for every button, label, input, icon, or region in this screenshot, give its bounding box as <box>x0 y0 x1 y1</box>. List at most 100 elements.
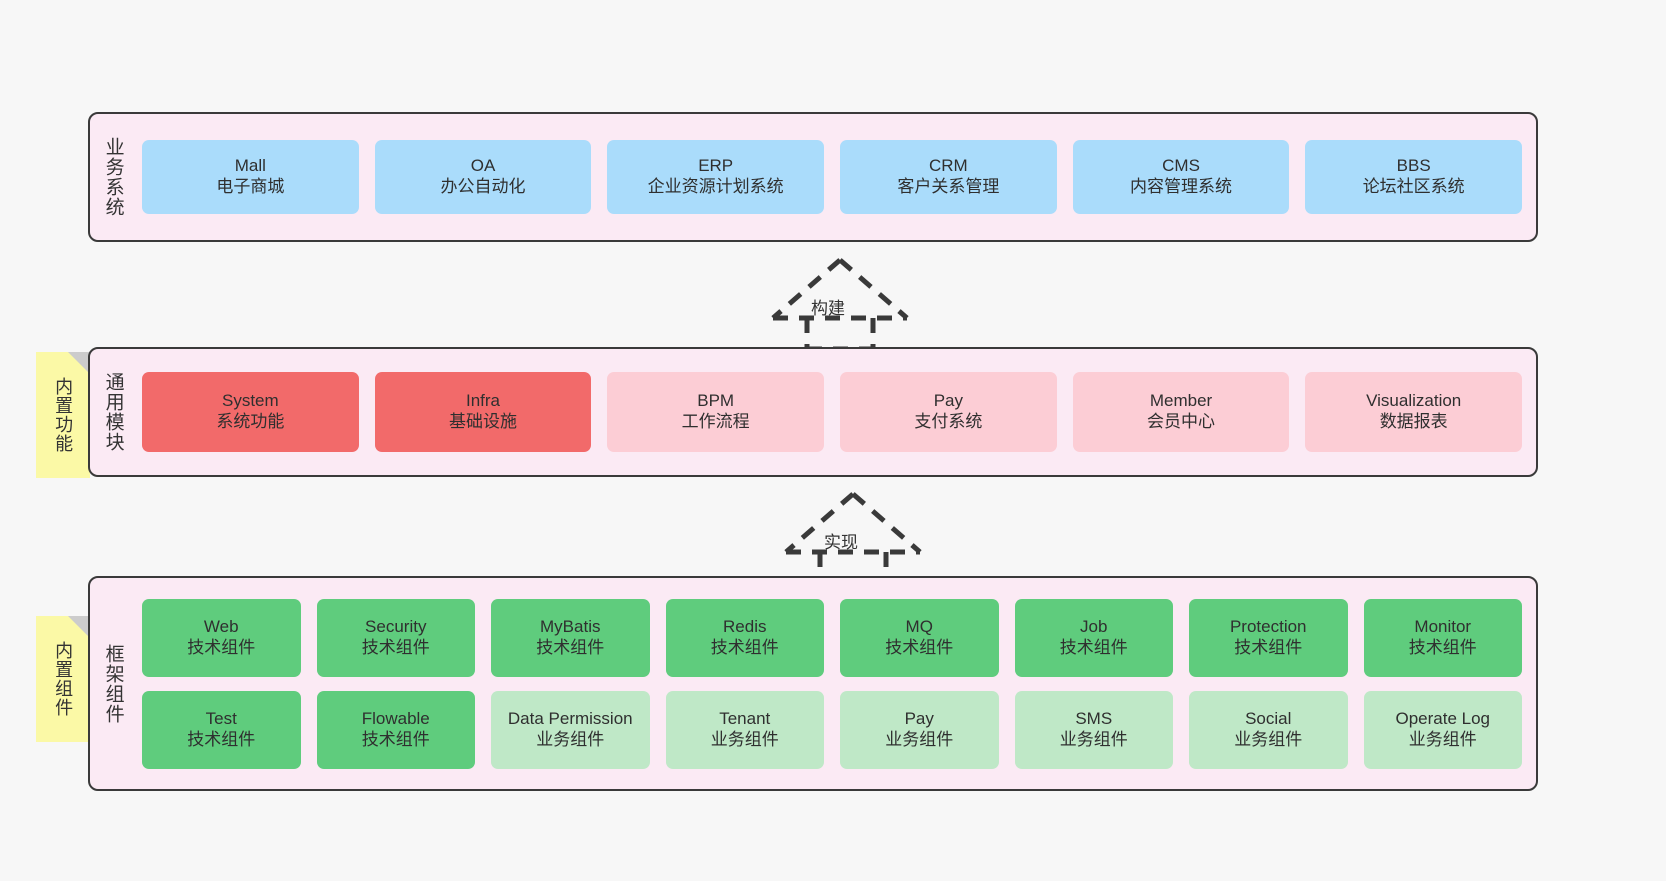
card-title-cn: 技术组件 <box>536 637 605 657</box>
framework-business-row: Test 技术组件 Flowable 技术组件 Data Permission … <box>142 690 1522 769</box>
note-label: 内置功能 <box>53 377 74 453</box>
card-title-cn: 内容管理系统 <box>1130 177 1233 196</box>
card-title-en: System <box>221 391 279 411</box>
card-infra[interactable]: Infra 基础设施 <box>374 372 592 452</box>
card-title-cn: 技术组件 <box>1408 637 1477 657</box>
card-title-cn: 技术组件 <box>187 637 256 657</box>
card-title-cn: 论坛社区系统 <box>1362 177 1465 196</box>
arrow-label-implement: 实现 <box>824 533 858 552</box>
framework-tech-row: Web 技术组件 Security 技术组件 MyBatis 技术组件 Redi… <box>142 598 1522 677</box>
card-protection[interactable]: Protection 技术组件 <box>1189 598 1348 677</box>
card-oa[interactable]: OA 办公自动化 <box>374 140 592 214</box>
card-social[interactable]: Social 业务组件 <box>1189 690 1348 769</box>
card-sms[interactable]: SMS 业务组件 <box>1014 690 1173 769</box>
card-title-cn: 办公自动化 <box>440 177 526 196</box>
card-title-en: Pay <box>933 391 963 411</box>
card-mybatis[interactable]: MyBatis 技术组件 <box>491 598 650 677</box>
business-systems-row: Mall 电子商城 OA 办公自动化 ERP 企业资源计划系统 CRM 客户关系… <box>142 140 1523 214</box>
card-title-en: Infra <box>465 391 501 411</box>
card-visualization[interactable]: Visualization 数据报表 <box>1305 372 1523 452</box>
card-tenant[interactable]: Tenant 业务组件 <box>665 690 824 769</box>
card-title-cn: 技术组件 <box>1234 637 1303 657</box>
card-title-cn: 客户关系管理 <box>897 177 1000 196</box>
card-title-cn: 技术组件 <box>187 729 256 749</box>
card-title-en: BBS <box>1396 156 1431 176</box>
common-modules-row: System 系统功能 Infra 基础设施 BPM 工作流程 Pay 支付系统… <box>142 372 1523 452</box>
card-title-cn: 业务组件 <box>1408 729 1477 749</box>
card-cms[interactable]: CMS 内容管理系统 <box>1072 140 1290 214</box>
card-title-en: ERP <box>698 156 734 176</box>
card-title-en: Flowable <box>361 708 430 728</box>
card-title-cn: 业务组件 <box>536 729 605 749</box>
card-title-cn: 数据报表 <box>1379 412 1448 431</box>
card-title-en: Redis <box>723 616 767 636</box>
note-builtin-components: 内置组件 <box>36 616 90 742</box>
band-body-business-systems: Mall 电子商城 OA 办公自动化 ERP 企业资源计划系统 CRM 客户关系… <box>136 114 1536 240</box>
card-title-cn: 支付系统 <box>914 412 983 431</box>
card-title-cn: 技术组件 <box>361 729 430 749</box>
card-title-en: Pay <box>904 708 934 728</box>
card-flowable[interactable]: Flowable 技术组件 <box>316 690 475 769</box>
card-title-cn: 会员中心 <box>1147 412 1216 431</box>
arrow-implement: 实现 <box>768 490 938 586</box>
card-bbs[interactable]: BBS 论坛社区系统 <box>1305 140 1523 214</box>
card-title-cn: 技术组件 <box>1059 637 1128 657</box>
card-title-en: CMS <box>1162 156 1200 176</box>
card-pay-component[interactable]: Pay 业务组件 <box>840 690 999 769</box>
card-title-cn: 技术组件 <box>361 637 430 657</box>
band-body-common-modules: System 系统功能 Infra 基础设施 BPM 工作流程 Pay 支付系统… <box>136 349 1536 475</box>
card-operate-log[interactable]: Operate Log 业务组件 <box>1363 690 1522 769</box>
card-title-cn: 工作流程 <box>681 412 750 431</box>
card-title-cn: 业务组件 <box>710 729 779 749</box>
card-monitor[interactable]: Monitor 技术组件 <box>1363 598 1522 677</box>
card-mq[interactable]: MQ 技术组件 <box>840 598 999 677</box>
card-bpm[interactable]: BPM 工作流程 <box>607 372 825 452</box>
note-label: 内置组件 <box>53 641 74 717</box>
card-system[interactable]: System 系统功能 <box>142 372 359 452</box>
arrow-build: 构建 <box>755 256 925 352</box>
card-pay[interactable]: Pay 支付系统 <box>840 372 1057 452</box>
card-title-en: SMS <box>1075 708 1113 728</box>
note-builtin-features: 内置功能 <box>36 352 90 478</box>
card-erp[interactable]: ERP 企业资源计划系统 <box>607 140 825 214</box>
band-framework-components: 框架组件 Web 技术组件 Security 技术组件 MyBatis 技术组件… <box>88 576 1538 791</box>
card-title-en: Data Permission <box>507 708 633 728</box>
card-data-permission[interactable]: Data Permission 业务组件 <box>491 690 650 769</box>
card-title-en: MQ <box>905 616 933 636</box>
card-title-en: Security <box>365 616 427 636</box>
card-title-en: MyBatis <box>540 616 601 636</box>
card-title-en: Test <box>205 708 237 728</box>
band-business-systems: 业务系统 Mall 电子商城 OA 办公自动化 ERP 企业资源计划系统 CRM… <box>88 112 1538 242</box>
card-test[interactable]: Test 技术组件 <box>142 690 301 769</box>
card-member[interactable]: Member 会员中心 <box>1072 372 1290 452</box>
card-title-en: Tenant <box>719 708 771 728</box>
card-security[interactable]: Security 技术组件 <box>316 598 475 677</box>
card-redis[interactable]: Redis 技术组件 <box>665 598 824 677</box>
band-label-framework-components: 框架组件 <box>102 643 124 724</box>
card-title-en: OA <box>470 156 496 176</box>
card-title-cn: 业务组件 <box>1059 729 1128 749</box>
card-title-cn: 技术组件 <box>710 637 779 657</box>
band-label-business-systems: 业务系统 <box>102 137 124 217</box>
card-crm[interactable]: CRM 客户关系管理 <box>840 140 1057 214</box>
card-title-en: Monitor <box>1414 616 1472 636</box>
card-title-en: Web <box>203 616 239 636</box>
band-body-framework-components: Web 技术组件 Security 技术组件 MyBatis 技术组件 Redi… <box>136 578 1536 789</box>
card-mall[interactable]: Mall 电子商城 <box>142 140 359 214</box>
card-title-en: Operate Log <box>1395 708 1490 728</box>
card-title-en: CRM <box>928 156 968 176</box>
band-common-modules: 通用模块 System 系统功能 Infra 基础设施 BPM 工作流程 Pay… <box>88 347 1538 477</box>
card-title-en: Member <box>1149 391 1213 411</box>
card-title-cn: 电子商城 <box>216 177 285 196</box>
card-title-cn: 基础设施 <box>449 412 517 431</box>
card-title-en: Social <box>1245 708 1292 728</box>
card-title-en: Visualization <box>1366 391 1462 411</box>
card-title-en: Mall <box>234 156 266 176</box>
card-title-cn: 业务组件 <box>885 729 954 749</box>
band-label-common-modules: 通用模块 <box>102 372 124 452</box>
card-web[interactable]: Web 技术组件 <box>142 598 301 677</box>
card-title-en: BPM <box>697 391 735 411</box>
arrow-label-build: 构建 <box>811 299 845 318</box>
card-job[interactable]: Job 技术组件 <box>1014 598 1173 677</box>
